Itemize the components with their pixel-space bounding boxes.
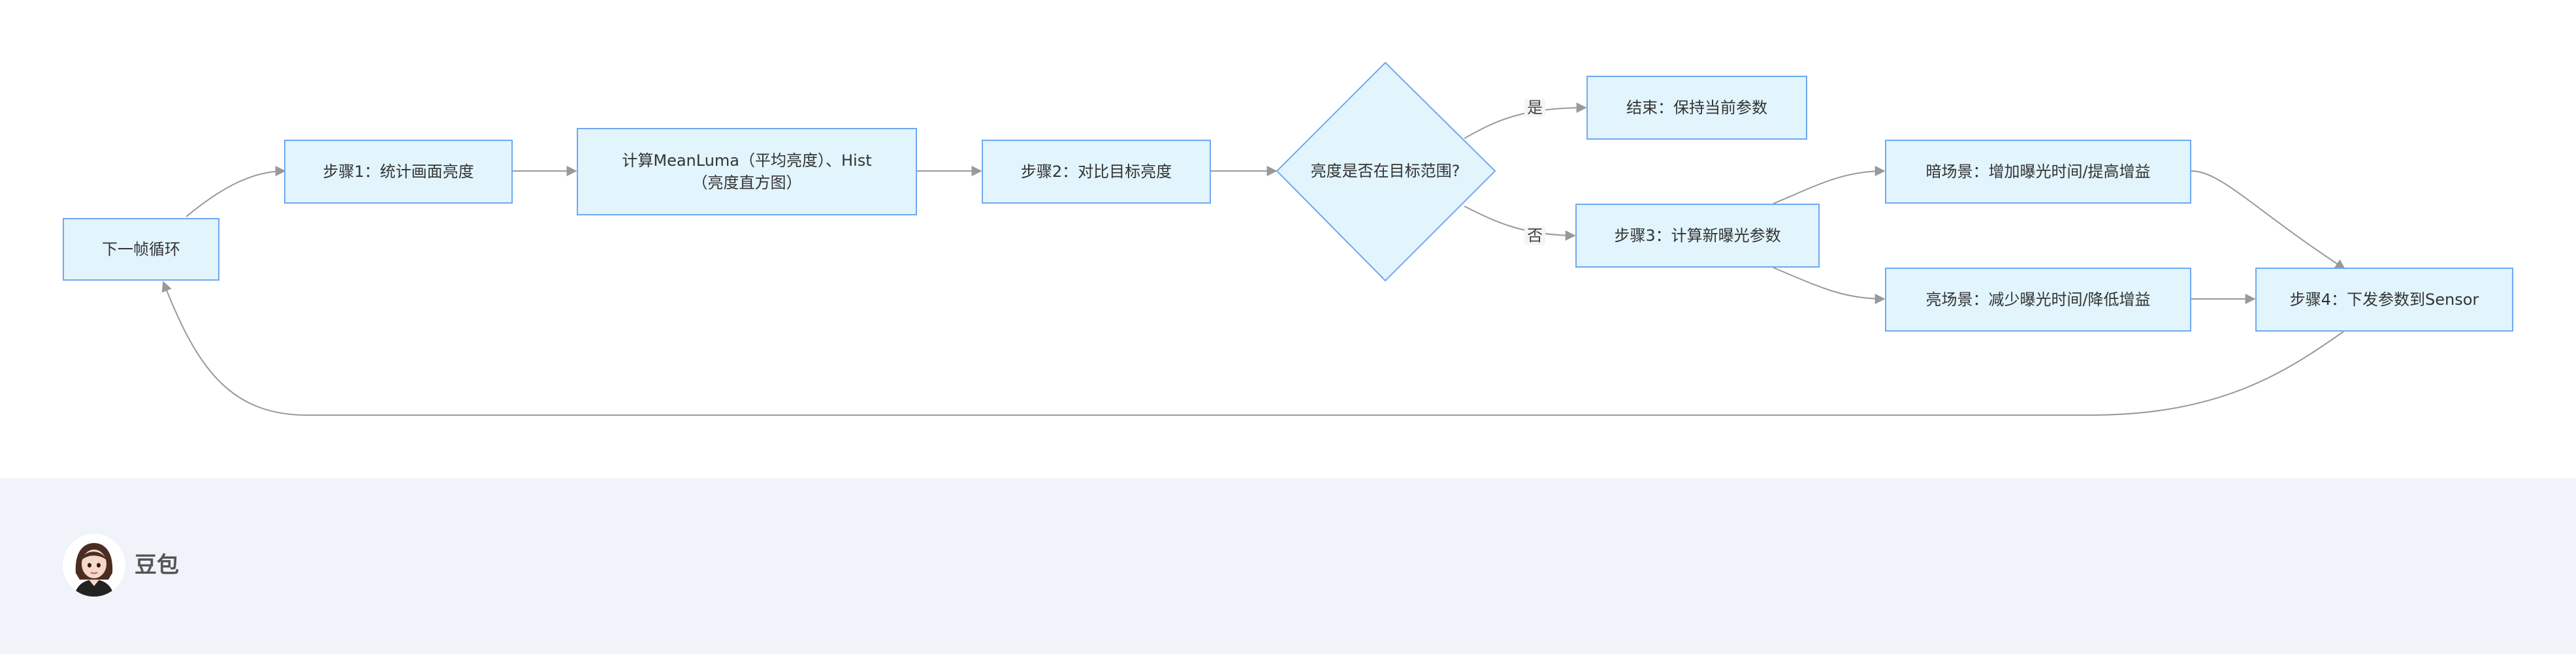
node-calc-luma-hist: 计算MeanLuma（平均亮度）、Hist （亮度直方图） xyxy=(577,128,917,215)
node-step4: 步骤4：下发参数到Sensor xyxy=(2255,268,2513,332)
node-step3-label: 步骤3：计算新曝光参数 xyxy=(1614,226,1781,245)
edge-step3-to-bright xyxy=(1773,267,1886,304)
node-bright-scene-label: 亮场景：减少曝光时间/降低增益 xyxy=(1925,290,2151,309)
node-next-frame-loop-label: 下一帧循环 xyxy=(102,240,180,258)
node-bright-scene: 亮场景：减少曝光时间/降低增益 xyxy=(1885,268,2191,332)
edge-loop-to-step1 xyxy=(185,166,286,217)
node-end-label: 结束：保持当前参数 xyxy=(1626,99,1767,117)
node-calc-line1: 计算MeanLuma（平均亮度）、Hist xyxy=(622,151,872,170)
node-end-keep-params: 结束：保持当前参数 xyxy=(1586,76,1807,140)
node-calc-line2: （亮度直方图） xyxy=(692,174,802,192)
node-next-frame-loop: 下一帧循环 xyxy=(63,218,219,281)
node-step3: 步骤3：计算新曝光参数 xyxy=(1575,204,1820,268)
node-step1: 步骤1：统计画面亮度 xyxy=(284,140,513,204)
decision-label: 亮度是否在目标范围? xyxy=(1310,162,1460,180)
edge-label-yes: 是 xyxy=(1524,99,1545,117)
edge-label-no: 否 xyxy=(1524,226,1545,245)
footer-bar xyxy=(0,478,2576,654)
edge-dark-to-step4 xyxy=(2191,170,2346,270)
edge-decision-to-step3 xyxy=(1464,206,1576,241)
node-dark-scene-label: 暗场景：增加曝光时间/提高增益 xyxy=(1925,163,2151,181)
brand-name: 豆包 xyxy=(135,552,179,578)
node-dark-scene: 暗场景：增加曝光时间/提高增益 xyxy=(1885,140,2191,204)
decision-diamond xyxy=(1276,61,1496,282)
flowchart-canvas: 下一帧循环 步骤1：统计画面亮度 计算MeanLuma（平均亮度）、Hist （… xyxy=(63,61,2513,416)
edge-decision-to-end xyxy=(1464,102,1587,139)
avatar[interactable] xyxy=(63,534,125,597)
node-step1-label: 步骤1：统计画面亮度 xyxy=(323,163,474,181)
node-step2-label: 步骤2：对比目标亮度 xyxy=(1020,163,1172,181)
avatar-icon xyxy=(63,534,125,597)
edge-step4-to-loop xyxy=(161,281,2344,416)
node-step2: 步骤2：对比目标亮度 xyxy=(982,140,1211,204)
flowchart-edges xyxy=(161,61,2346,416)
node-step4-label: 步骤4：下发参数到Sensor xyxy=(2289,290,2479,309)
edge-step3-to-dark xyxy=(1773,166,1886,204)
